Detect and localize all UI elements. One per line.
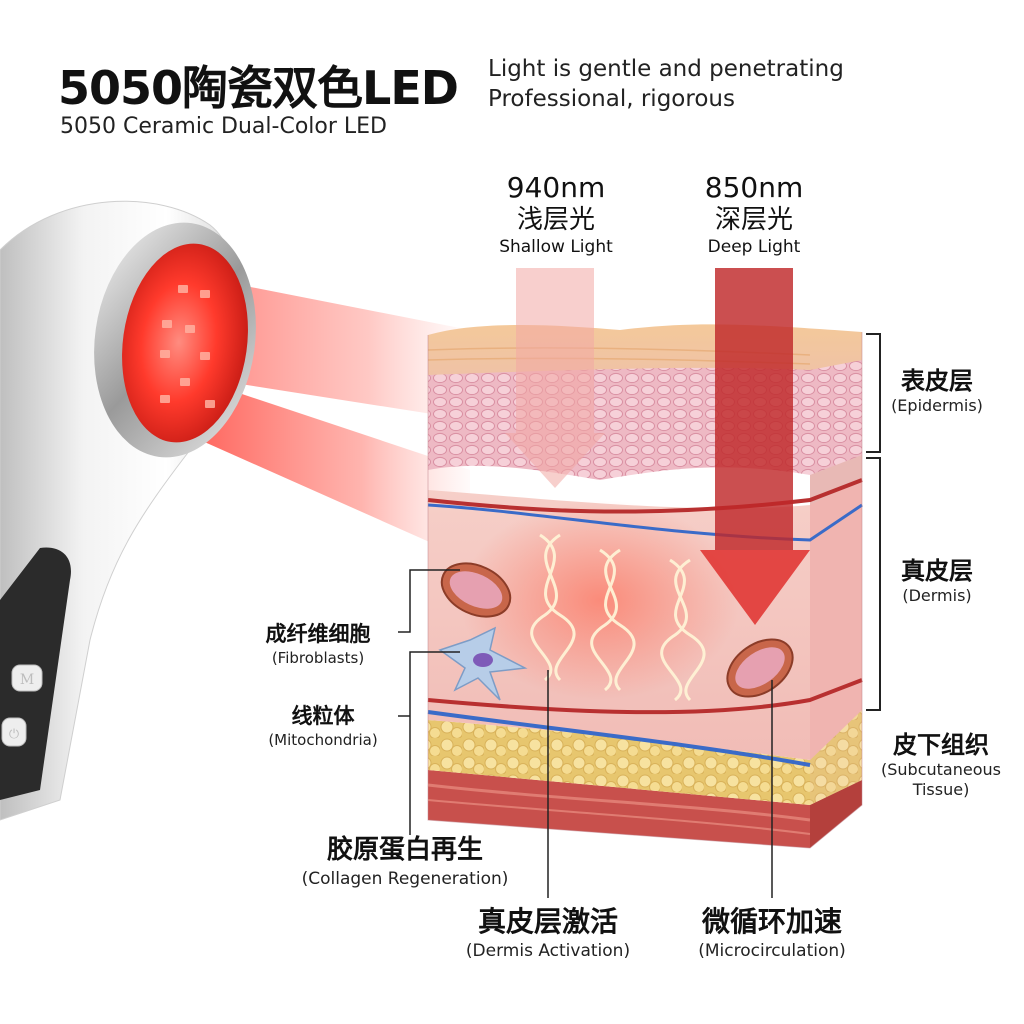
layer-en-line-1: (Subcutaneous: [881, 760, 1001, 779]
layer-label-subcutaneous: 皮下组织 (Subcutaneous Tissue): [868, 730, 1014, 800]
deep-light-arrow: [700, 268, 810, 625]
callout-cn: 线粒体: [291, 704, 355, 728]
light-beam-upper: [215, 280, 470, 420]
mitochondria-upper: [440, 562, 512, 618]
layer-cn: 表皮层: [901, 367, 973, 395]
page-title: 5050陶瓷双色LED: [58, 61, 459, 115]
callout-cn: 胶原蛋白再生: [326, 835, 483, 865]
tagline-line-1: Light is gentle and penetrating: [488, 56, 844, 82]
power-icon: ⏻: [9, 727, 19, 742]
power-button[interactable]: [1, 717, 27, 747]
deep-light-label: 850nm 深层光 Deep Light: [664, 172, 844, 258]
page-subtitle: 5050 Ceramic Dual-Color LED: [60, 114, 387, 139]
layer-label-dermis: 真皮层 (Dermis): [882, 556, 992, 606]
mode-icon: M: [20, 672, 34, 688]
callout-en: (Collagen Regeneration): [301, 869, 509, 889]
layer-en: (Epidermis): [891, 396, 983, 415]
layer-en-line-2: Tissue): [912, 780, 970, 799]
callout-en: (Dermis Activation): [465, 941, 631, 961]
callout-mitochondria: 线粒体 (Mitochondria): [250, 702, 396, 750]
wavelength-cn: 深层光: [714, 205, 793, 235]
wavelength-value: 940nm: [506, 171, 606, 204]
layer-en: (Dermis): [902, 586, 972, 605]
callout-microcirculation: 微循环加速 (Microcirculation): [672, 904, 872, 962]
callout-cn: 微循环加速: [701, 905, 842, 938]
wavelength-cn: 浅层光: [516, 205, 595, 235]
wavelength-value: 850nm: [704, 171, 804, 204]
layer-cn: 真皮层: [901, 557, 973, 585]
callout-en: (Mitochondria): [268, 731, 378, 749]
leader-fibroblasts: [398, 569, 460, 633]
led-device: [0, 200, 256, 821]
mode-button[interactable]: [11, 664, 43, 692]
epidermis-bracket: [866, 333, 881, 453]
wavelength-en: Shallow Light: [499, 237, 613, 257]
callout-en: (Fibroblasts): [271, 649, 365, 667]
callout-collagen-regeneration: 胶原蛋白再生 (Collagen Regeneration): [290, 832, 520, 890]
dermis-bracket: [866, 457, 881, 711]
mitochondria-lower: [726, 638, 794, 698]
tagline: Light is gentle and penetrating Professi…: [488, 54, 844, 114]
callout-cn: 真皮层激活: [477, 905, 618, 938]
callout-fibroblasts: 成纤维细胞 (Fibroblasts): [240, 620, 396, 668]
callout-cn: 成纤维细胞: [265, 622, 371, 646]
wavelength-en: Deep Light: [707, 237, 801, 257]
skin-block: [427, 324, 863, 849]
callout-dermis-activation: 真皮层激活 (Dermis Activation): [448, 904, 648, 962]
tagline-line-2: Professional, rigorous: [488, 86, 735, 112]
light-beam-lower: [200, 380, 470, 560]
layer-cn: 皮下组织: [893, 731, 989, 759]
led-panel: [122, 243, 248, 443]
leader-collagen: [409, 651, 460, 835]
callout-en: (Microcirculation): [698, 941, 846, 961]
shallow-light-label: 940nm 浅层光 Shallow Light: [466, 172, 646, 258]
layer-label-epidermis: 表皮层 (Epidermis): [882, 366, 992, 416]
fibroblast: [438, 626, 528, 701]
shallow-light-arrow: [505, 268, 605, 488]
